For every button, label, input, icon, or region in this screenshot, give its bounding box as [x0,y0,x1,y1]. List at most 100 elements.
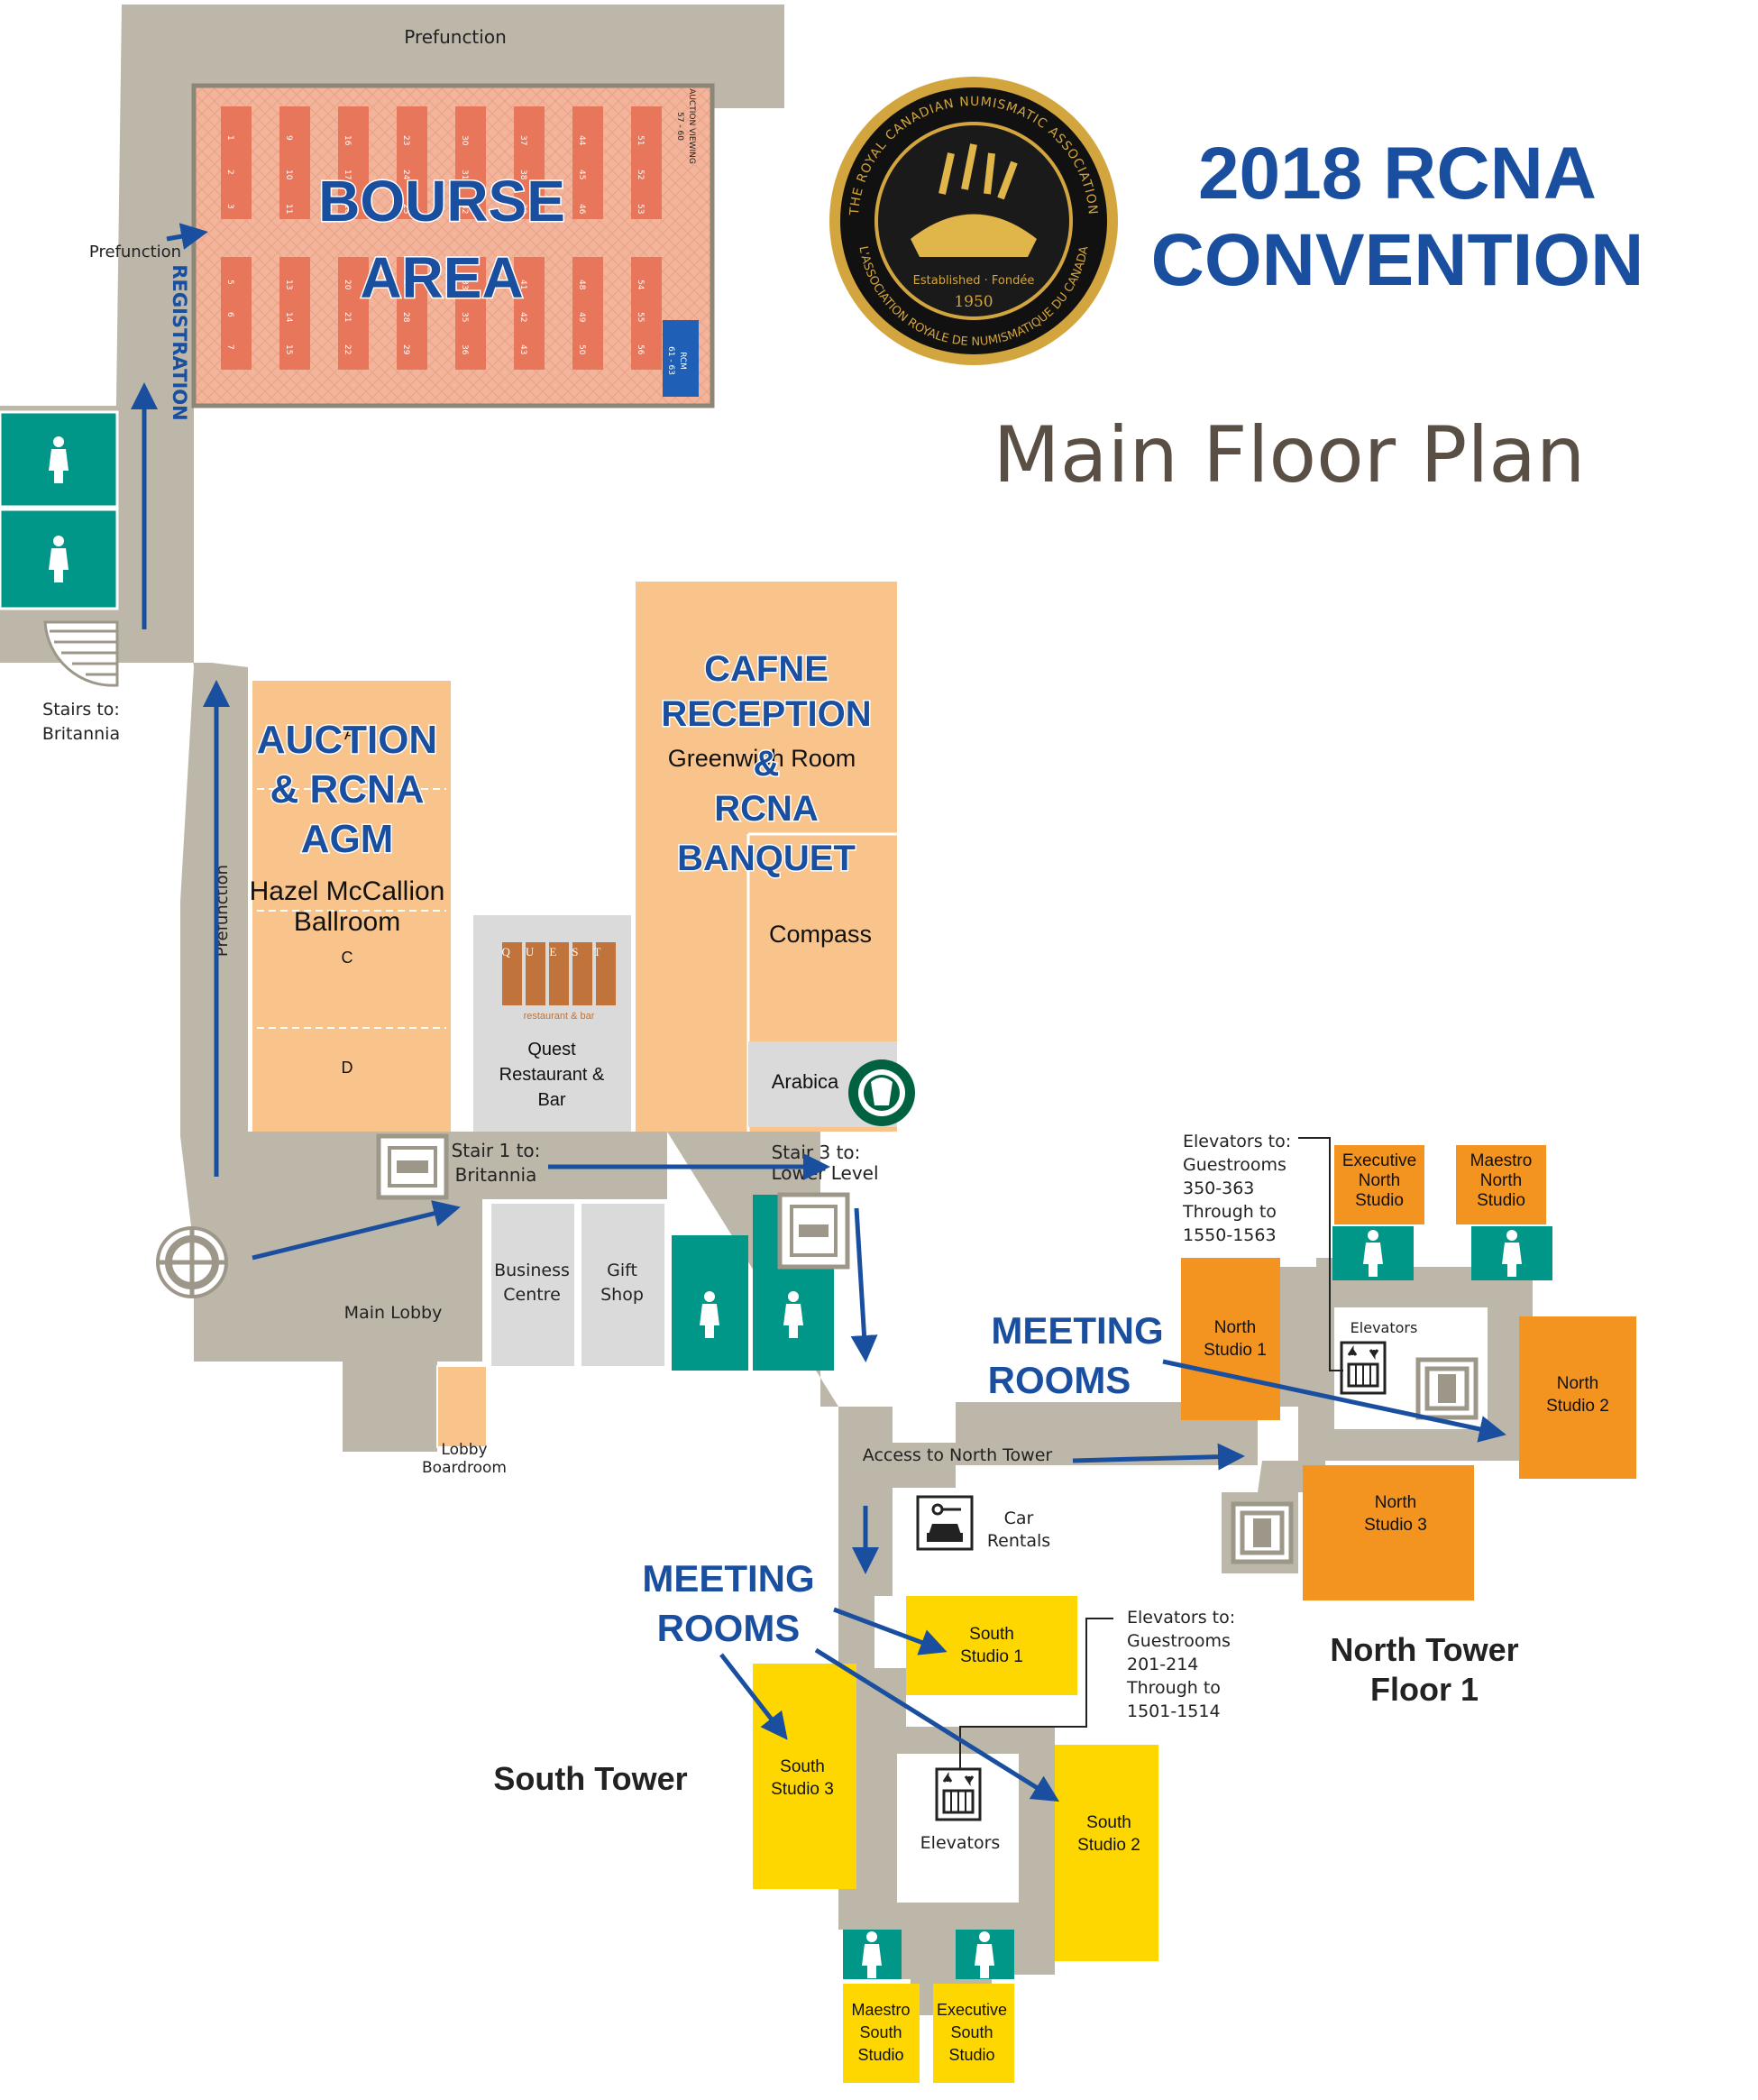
north-studio-2-label-1: North [1557,1374,1598,1393]
compass-label: Compass [769,921,872,948]
car-rentals-label-2: Rentals [987,1531,1050,1551]
shops [436,1204,664,1448]
cafne-title-4: RCNA [714,789,819,829]
elevators-north-label: Elevators [1351,1319,1418,1336]
bourse-table-number: 28 [401,312,410,323]
bourse-table-number: 50 [577,344,586,355]
gift-label-1: Gift [607,1261,637,1280]
bourse-table-number: 30 [460,135,469,146]
bourse-table-block [514,257,545,370]
exec-south-label-2: South [950,2023,993,2041]
north-tower-label-2: Floor 1 [1370,1671,1479,1708]
bourse-table-number: 44 [577,135,586,146]
south-tower-label: South Tower [493,1760,687,1797]
bourse-table-number: 33 [460,280,469,289]
bourse-tables: 1235679101113141516171820212223242527282… [221,106,662,370]
greenwich-compass-rooms [636,582,897,1132]
starbucks-logo [848,1059,915,1126]
bourse-table-number: 23 [401,135,410,145]
auction-title-1: AUCTION [257,718,437,762]
car-rental-icon [916,1495,974,1551]
south-studio-2-label-2: Studio 2 [1077,1836,1140,1855]
elevator-icon [1340,1341,1387,1395]
south-studio-3-label-1: South [780,1757,825,1776]
bourse-table-number: 52 [636,170,645,179]
hazel-mccallion-ballroom [252,681,451,1132]
maestro-south-label-2: South [859,2023,902,2041]
stair-1-label-2: Britannia [455,1164,537,1186]
bourse-table-number: 11 [284,204,293,214]
bourse-table-number: 45 [577,170,586,179]
elev-north-text-3: 350-363 [1183,1178,1254,1198]
meeting-rooms-south-2: ROOMS [657,1607,801,1649]
elev-north-text-1: Elevators to: [1183,1132,1291,1151]
north-studio-3-label-2: Studio 3 [1364,1516,1427,1535]
title-line-1: 2018 RCNA [1197,133,1598,215]
north-studio-3-label-1: North [1375,1493,1416,1512]
bourse-table-number: 35 [460,312,469,322]
bourse-table-number: 36 [460,344,469,355]
restrooms-west [0,410,119,610]
section-c-label: C [342,949,353,967]
quest-label-3: Bar [537,1090,565,1110]
greenwich-label: Greenwich Room [668,745,856,772]
svg-text:restaurant & bar: restaurant & bar [524,1011,595,1022]
bourse-table-block [455,257,486,370]
meeting-rooms-north-1: MEETING [991,1309,1163,1352]
north-studio-1-label-1: North [1214,1318,1256,1337]
bourse-table-number: 29 [401,344,410,355]
bourse-table-number: 7 [225,344,234,350]
bourse-table-number: 48 [577,280,586,290]
bourse-table-number: 46 [577,204,586,215]
stairs-britannia-icon [43,620,119,687]
bourse-table-number: 1 [225,135,234,141]
south-studio-2-label-1: South [1086,1813,1131,1832]
bourse-table-block [397,257,427,370]
bourse-table-number: 24 [401,170,410,180]
lobby-boardroom-label-1: Lobby [441,1441,487,1459]
bourse-table-number: 55 [636,312,645,322]
north-tower-label-1: North Tower [1330,1631,1518,1668]
elevator-icon [935,1767,982,1821]
maestro-north-label-1: Maestro [1470,1151,1533,1170]
bourse-table-block [338,106,369,219]
elev-south-text-1: Elevators to: [1127,1608,1235,1628]
maestro-south-label-3: Studio [857,2046,903,2064]
bourse-table-number: 54 [636,280,645,290]
quest-label-1: Quest [527,1040,576,1059]
elevators-south-label: Elevators [920,1833,1001,1853]
bourse-table-number: 27 [401,280,410,289]
convention-title: 2018 RCNA CONVENTION [1118,131,1677,304]
bourse-table-number: 25 [401,204,410,214]
bourse-table-block [631,106,662,219]
bourse-table-number: 49 [577,312,586,323]
elev-south-text-5: 1501-1514 [1127,1701,1221,1721]
bourse-table-block [338,257,369,370]
bourse-table-number: 6 [225,312,234,317]
rcm-label: RCM [678,352,687,370]
cafne-title-5: BANQUET [677,839,856,878]
meeting-rooms-north-2: ROOMS [988,1359,1131,1401]
medallion-established: Established · Fondée [913,274,1035,288]
car-rentals-label-1: Car [1004,1509,1034,1528]
bourse-table-number: 51 [636,135,645,145]
meeting-rooms-south-1: MEETING [642,1557,814,1600]
registration-label: REGISTRATION [169,264,190,420]
bourse-table-block [631,257,662,370]
bourse-table-number: 39 [518,204,527,215]
svg-text:QUEST: QUEST [502,945,617,958]
exec-north-label-2: North [1359,1171,1400,1190]
bourse-table-number: 3 [225,204,234,209]
wayfinding-arrows [131,223,1506,1802]
bourse-table-block [279,257,310,370]
bourse-table-number: 16 [343,135,352,146]
maestro-north-label-3: Studio [1477,1191,1525,1210]
bourse-table-number: 9 [284,135,293,141]
maestro-south-label-1: Maestro [851,2001,910,2019]
bourse-title-1: BOURSE [318,169,565,234]
bourse-table-block [397,106,427,219]
ballroom-label-2: Ballroom [294,907,400,937]
bourse-table-number: 56 [636,344,645,355]
south-tower-rooms [753,1596,1158,2083]
